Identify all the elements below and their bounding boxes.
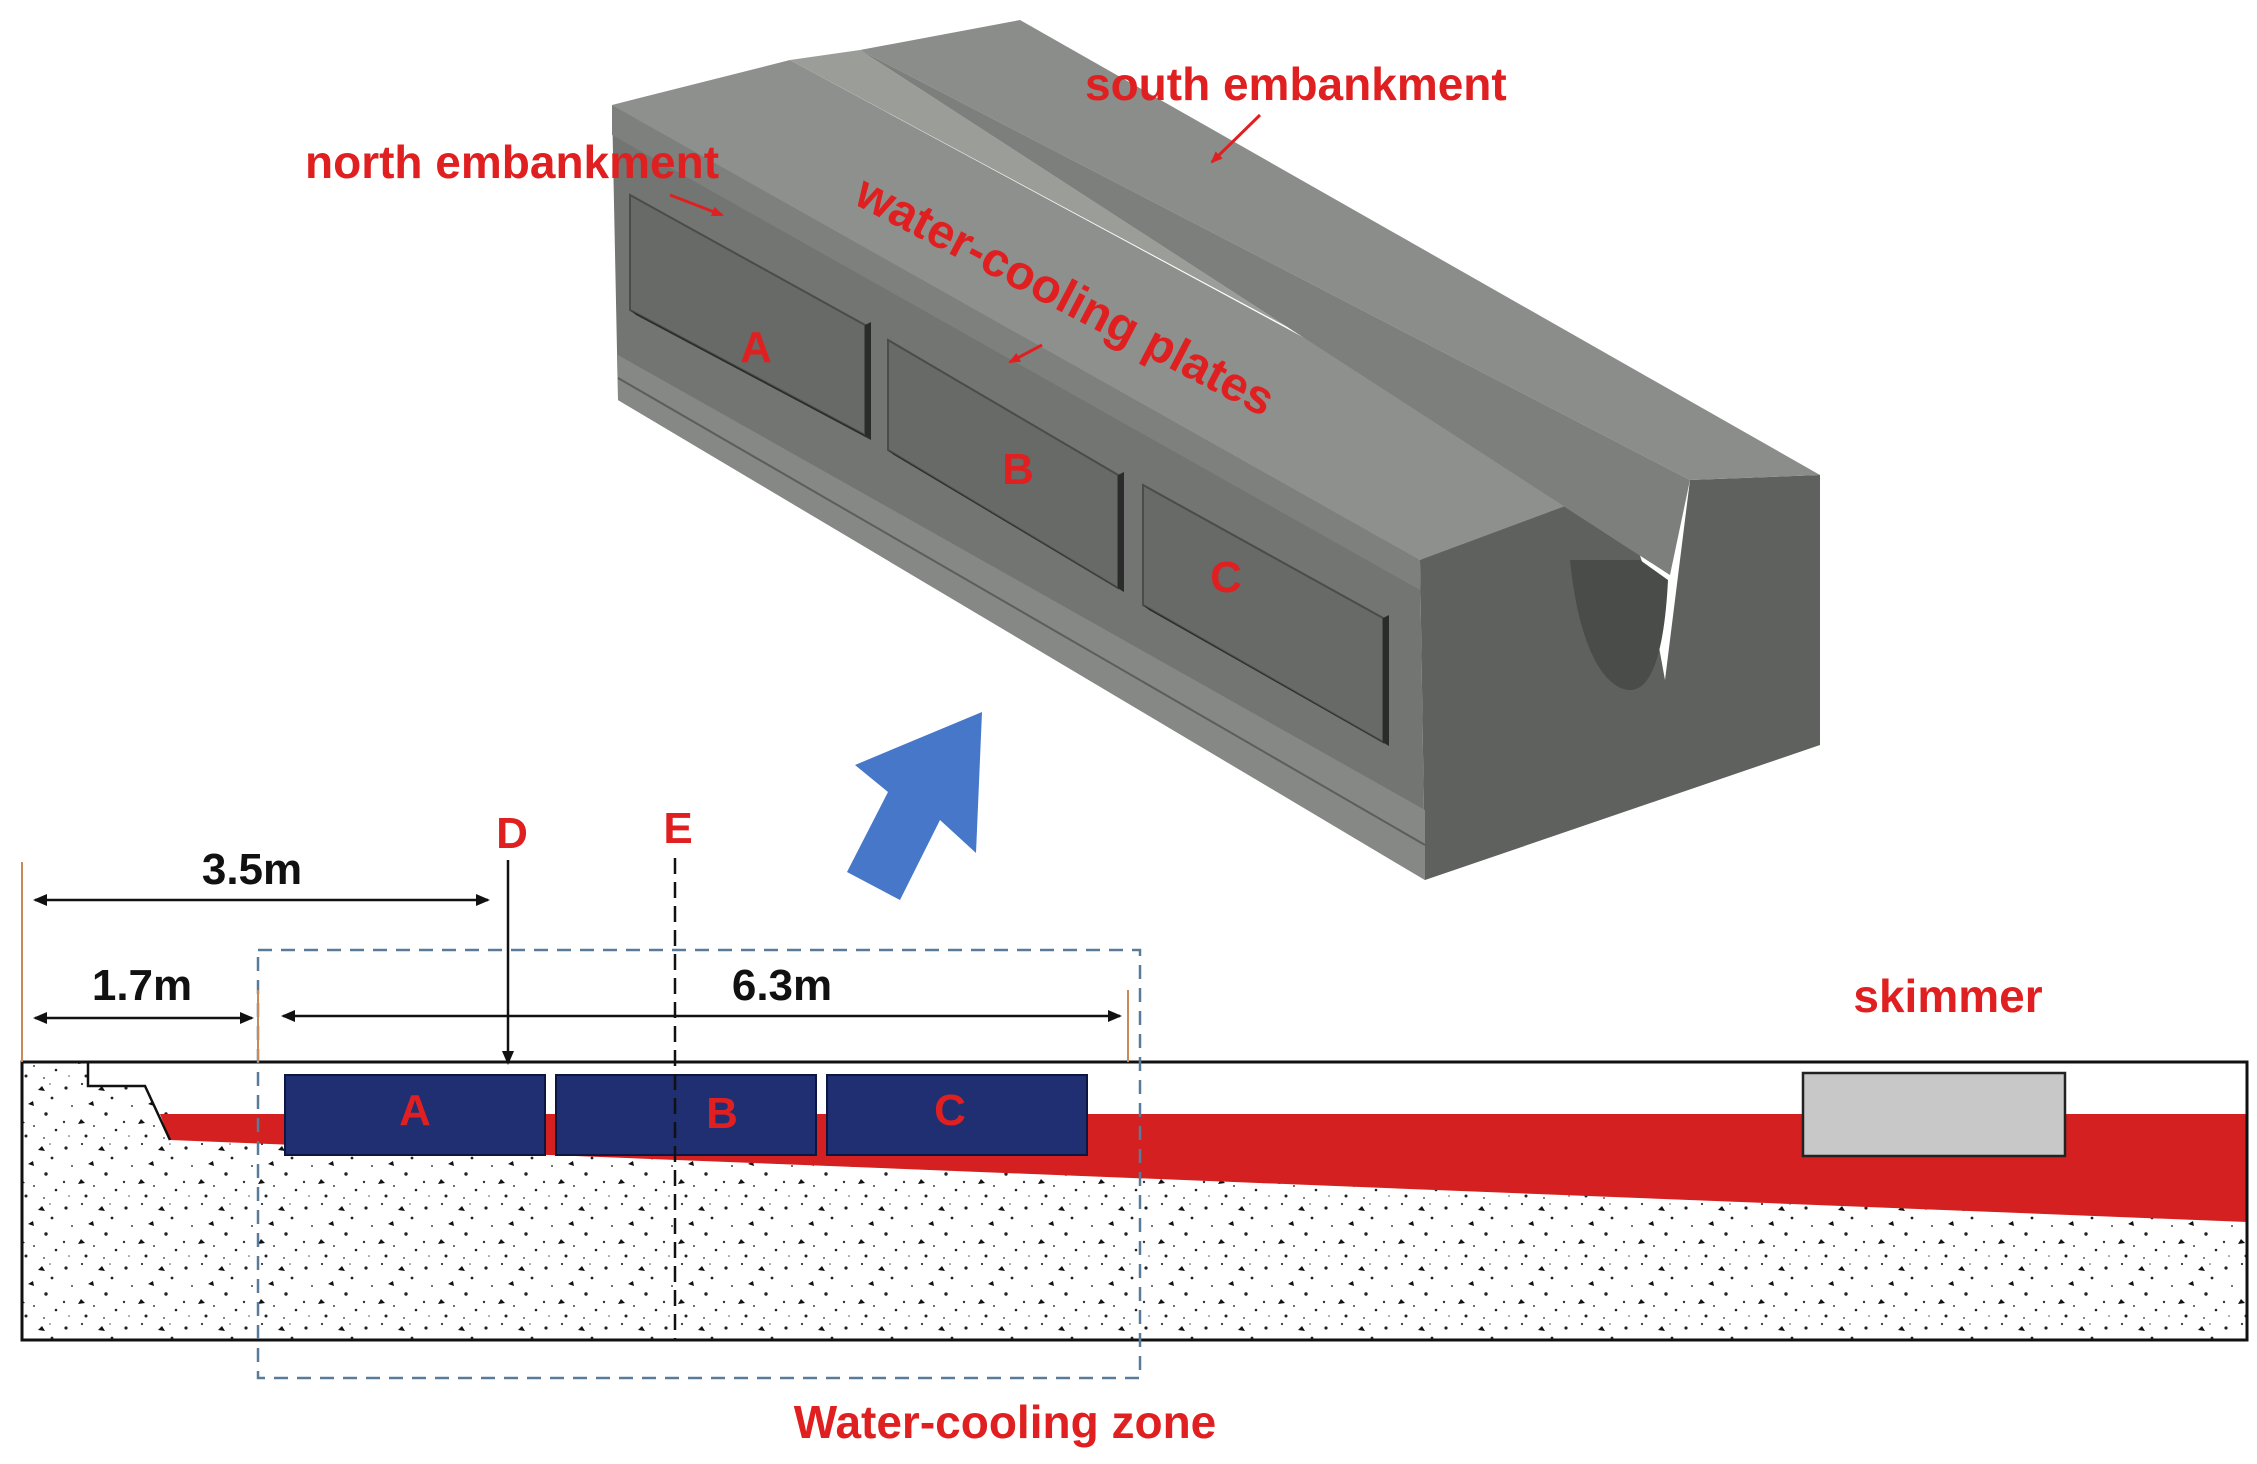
- section-plate-b: [555, 1074, 817, 1156]
- section-plate-label-b: B: [706, 1089, 738, 1138]
- dimension-1-7m-label: 1.7m: [92, 961, 192, 1010]
- trough-3d-model: [612, 20, 1820, 880]
- base-groove-line: [617, 377, 1426, 846]
- dimension-6-3m-label: 6.3m: [732, 961, 832, 1010]
- section-plate-label-c: C: [934, 1086, 966, 1135]
- skimmer-block: [1801, 1071, 2067, 1158]
- groove-slope-south: [860, 50, 1690, 575]
- north-embankment-top: [612, 60, 1595, 560]
- north-embankment-pointer: [669, 193, 724, 217]
- section-plate-label-a: A: [399, 1086, 431, 1135]
- trough-groove-end: [1570, 560, 1668, 690]
- water-cooling-zone-label: Water-cooling zone: [794, 1396, 1217, 1448]
- marker-e-label: E: [663, 804, 692, 853]
- south-embankment-pointer: [1210, 113, 1262, 164]
- section-plate-c: [826, 1074, 1088, 1156]
- trough-front-top-band: [612, 105, 1420, 590]
- section-view: A B C skimmer Water-cooling zone D E 3.5…: [20, 804, 2249, 1448]
- north-embankment-label: north embankment: [305, 136, 719, 188]
- plate-panels-3d: [629, 193, 1389, 746]
- water-cooling-plates-pointer: [1008, 343, 1043, 364]
- plate-label-b-3d: B: [1002, 445, 1034, 494]
- trough-base-strip: [618, 355, 1425, 880]
- view-direction-arrow: [847, 712, 982, 900]
- groove-slope-north: [790, 50, 1670, 575]
- section-outline: [20, 1060, 2249, 1342]
- south-embankment-top: [860, 20, 1820, 480]
- dimension-3-5m-label: 3.5m: [202, 845, 302, 894]
- south-embankment-label: south embankment: [1085, 58, 1507, 110]
- plate-label-a-3d: A: [740, 323, 772, 372]
- section-plate-a: [284, 1074, 546, 1156]
- skimmer-label: skimmer: [1853, 970, 2042, 1022]
- marker-d-label: D: [496, 809, 528, 858]
- plate-label-c-3d: C: [1210, 553, 1242, 602]
- water-cooling-zone-box: [256, 948, 1142, 1380]
- channel-step-outline: [86, 1062, 172, 1141]
